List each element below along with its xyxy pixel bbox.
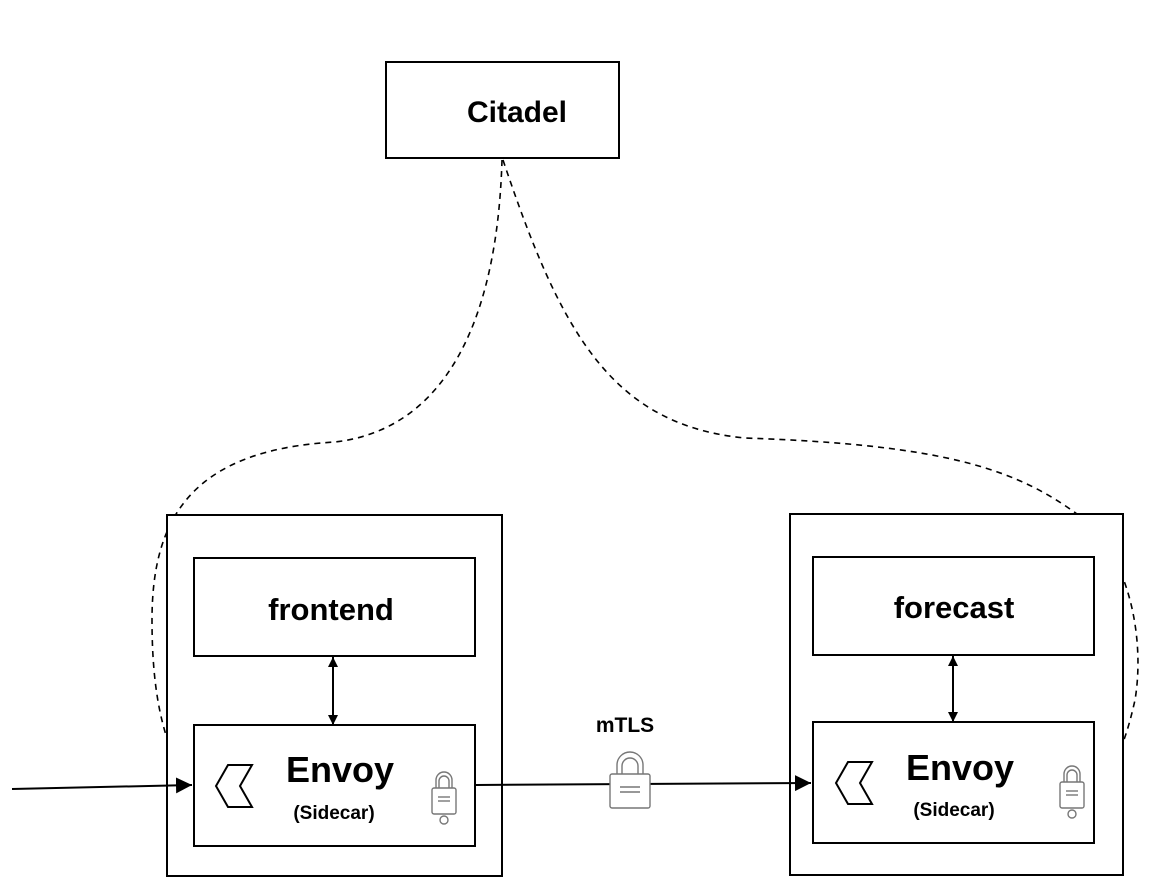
hexagon-icon [834,761,874,805]
forecast-service-box [812,556,1095,656]
incoming-request-arrow [11,777,193,794]
frontend-envoy-label: Envoy [286,749,394,790]
mtls-label: mTLS [596,714,654,737]
citadel-label: Citadel [467,96,567,129]
padlock-icon [1059,765,1085,819]
forecast-pod: forecast Envoy (Sidecar) [789,513,1124,876]
forecast-envoy-label: Envoy [906,747,1014,788]
padlock-icon [609,751,651,810]
citadel-box [385,61,620,159]
frontend-envoy-sublabel: (Sidecar) [293,803,374,824]
citadel-to-forecast-dashed-arrow [502,159,1139,786]
frontend-service-box [193,557,476,657]
hexagon-icon [214,764,254,808]
frontend-pod: frontend Envoy (Sidecar) [166,514,503,877]
forecast-label: forecast [894,590,1015,625]
frontend-label: frontend [268,592,394,627]
citadel-node: Citadel [385,61,620,159]
padlock-icon [431,771,457,825]
citadel-to-frontend-dashed-arrow [151,159,503,791]
forecast-envoy-sublabel: (Sidecar) [913,800,994,821]
